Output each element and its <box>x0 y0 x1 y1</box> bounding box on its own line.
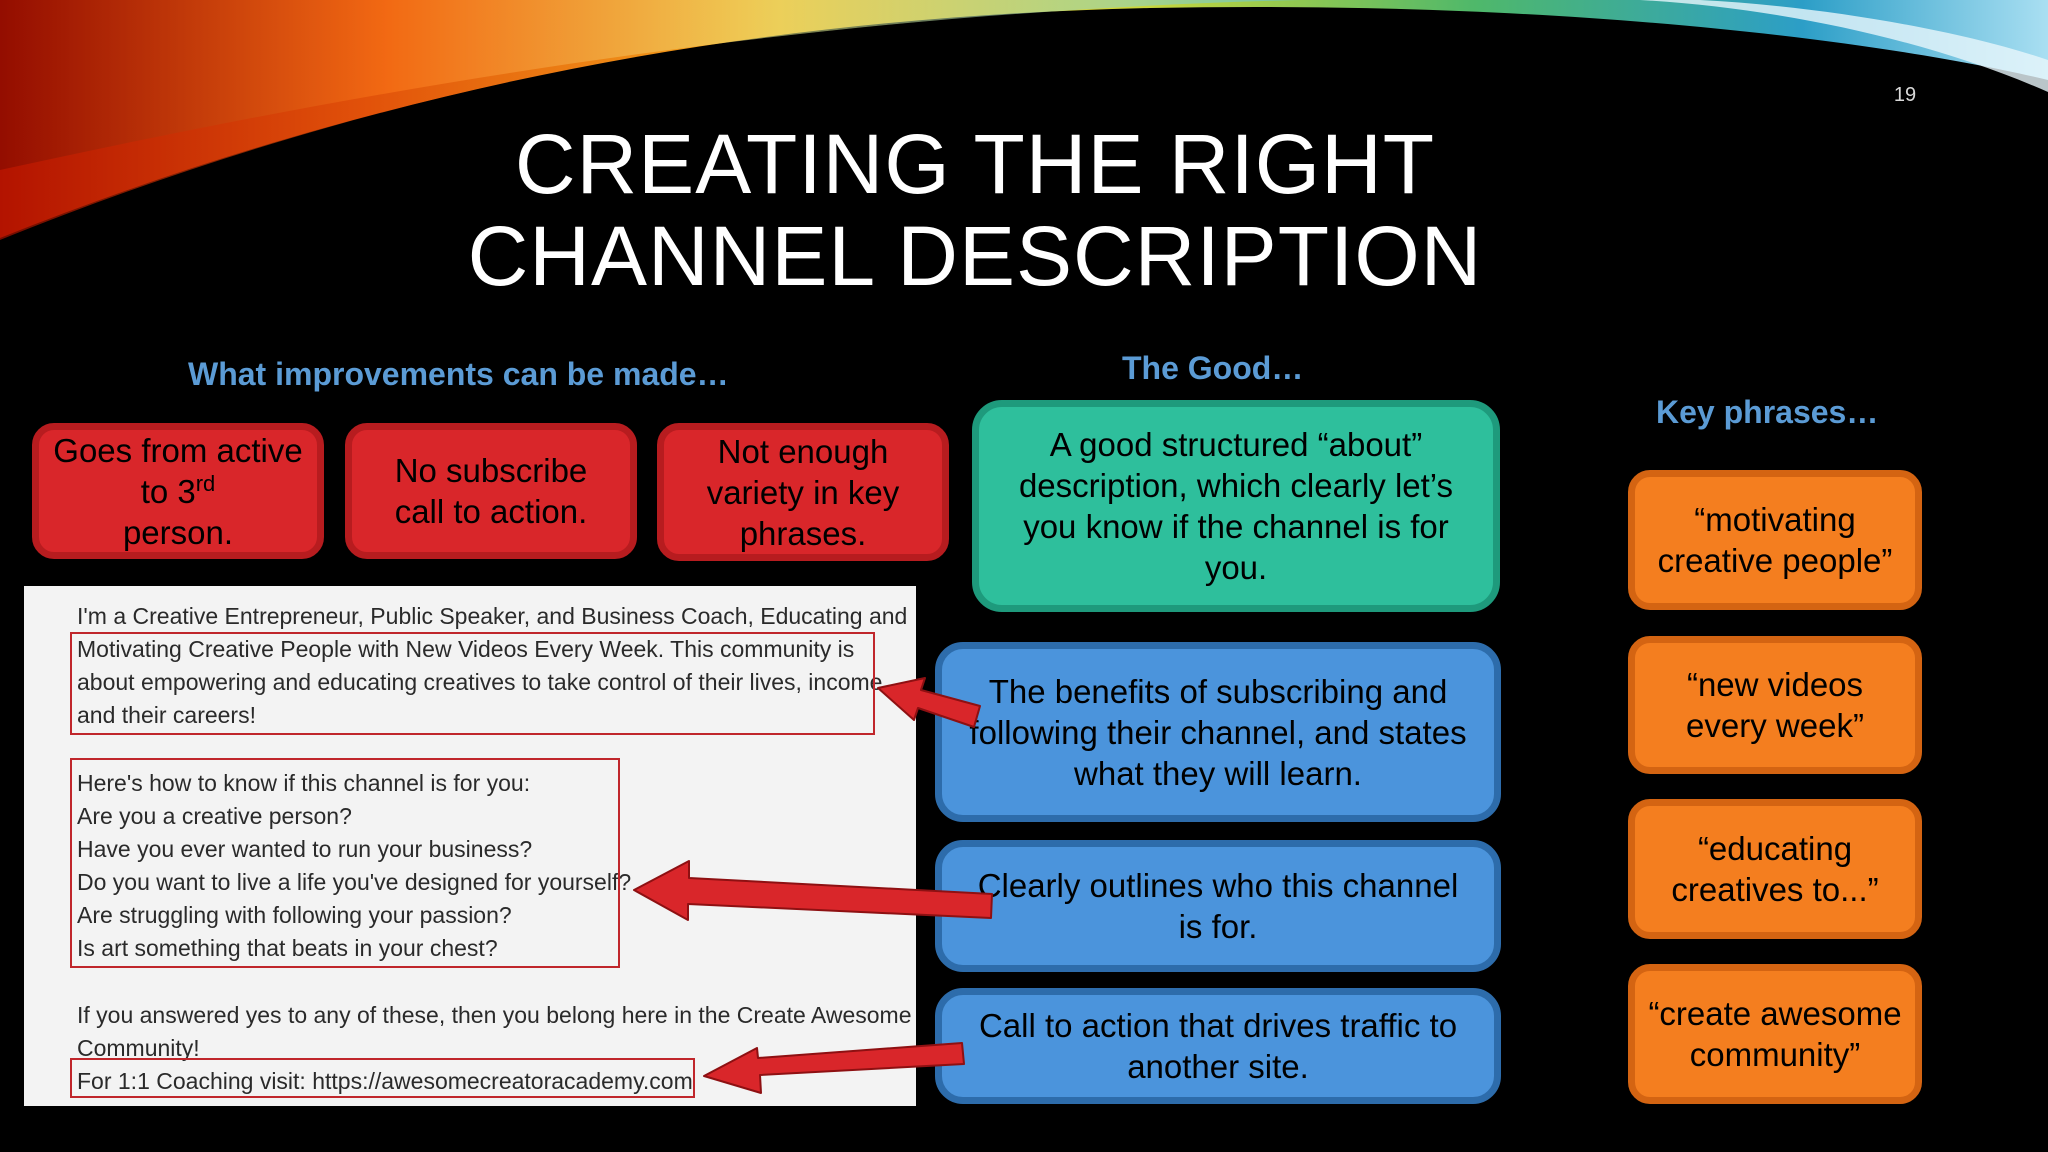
slide-title-line-2: CHANNEL DESCRIPTION <box>467 209 1483 303</box>
description-line: and their careers! <box>77 702 256 728</box>
description-line: Do you want to live a life you've design… <box>77 869 632 895</box>
improvement-text-person: Goes from active to 3rd person. <box>53 431 303 551</box>
key-phrase-box-4: “create awesome community” <box>1628 964 1922 1104</box>
good-text-structure: A good structured “about” description, w… <box>1018 426 1454 586</box>
good-box-benefits: The benefits of subscribing and followin… <box>935 642 1501 822</box>
channel-description-panel <box>24 586 916 1106</box>
good-text-benefits: The benefits of subscribing and followin… <box>969 672 1467 792</box>
description-line: Is art something that beats in your ches… <box>77 935 498 961</box>
decorative-swoosh <box>0 0 2048 244</box>
key-phrase-box-1: “motivating creative people” <box>1628 470 1922 610</box>
key-phrase-text-1: “motivating creative people” <box>1657 501 1893 579</box>
key-phrase-box-3: “educating creatives to...” <box>1628 799 1922 939</box>
key-phrases-heading: Key phrases… <box>1656 394 1879 430</box>
description-line: Here's how to know if this channel is fo… <box>77 770 531 796</box>
improvements-heading: What improvements can be made… <box>188 356 729 392</box>
improvement-text-subscribe: No subscribe call to action. <box>394 452 588 530</box>
description-line: If you answered yes to any of these, the… <box>77 1002 912 1028</box>
description-line: Are struggling with following your passi… <box>77 902 512 928</box>
good-box-audience: Clearly outlines who this channel is for… <box>935 840 1501 972</box>
improvement-box-variety: Not enough variety in key phrases. <box>657 423 949 561</box>
good-box-call-to-action: Call to action that drives traffic to an… <box>935 988 1501 1104</box>
good-text-call-to-action: Call to action that drives traffic to an… <box>978 1007 1458 1085</box>
description-line: Have you ever wanted to run your busines… <box>77 836 533 862</box>
good-heading: The Good… <box>1122 350 1304 386</box>
highlight-box-link <box>70 1058 695 1098</box>
description-line: I'm a Creative Entrepreneur, Public Spea… <box>77 603 908 629</box>
description-line: Are you a creative person? <box>77 803 352 829</box>
key-phrase-box-2: “new videos every week” <box>1628 636 1922 774</box>
description-line: Motivating Creative People with New Vide… <box>77 636 855 662</box>
key-phrase-text-3: “educating creatives to...” <box>1671 830 1879 908</box>
improvement-box-subscribe: No subscribe call to action. <box>345 423 637 559</box>
improvement-box-person: Goes from active to 3rd person. <box>32 423 324 559</box>
slide-number: 19 <box>1893 84 1917 106</box>
good-box-structure: A good structured “about” description, w… <box>972 400 1500 612</box>
improvement-text-variety: Not enough variety in key phrases. <box>706 432 900 552</box>
description-line: about empowering and educating creatives… <box>77 669 883 695</box>
key-phrase-text-4: “create awesome community” <box>1648 995 1902 1073</box>
key-phrase-text-2: “new videos every week” <box>1686 666 1864 744</box>
highlight-box-motivating <box>70 632 875 735</box>
slide-title: CREATING THE RIGHT CHANNEL DESCRIPTION <box>330 118 1620 302</box>
good-text-audience: Clearly outlines who this channel is for… <box>977 867 1459 945</box>
highlight-box-questions <box>70 758 620 968</box>
description-line: For 1:1 Coaching visit: https://awesomec… <box>77 1068 693 1094</box>
description-line: Community! <box>77 1035 200 1061</box>
slide-title-line-1: CREATING THE RIGHT <box>514 117 1436 211</box>
